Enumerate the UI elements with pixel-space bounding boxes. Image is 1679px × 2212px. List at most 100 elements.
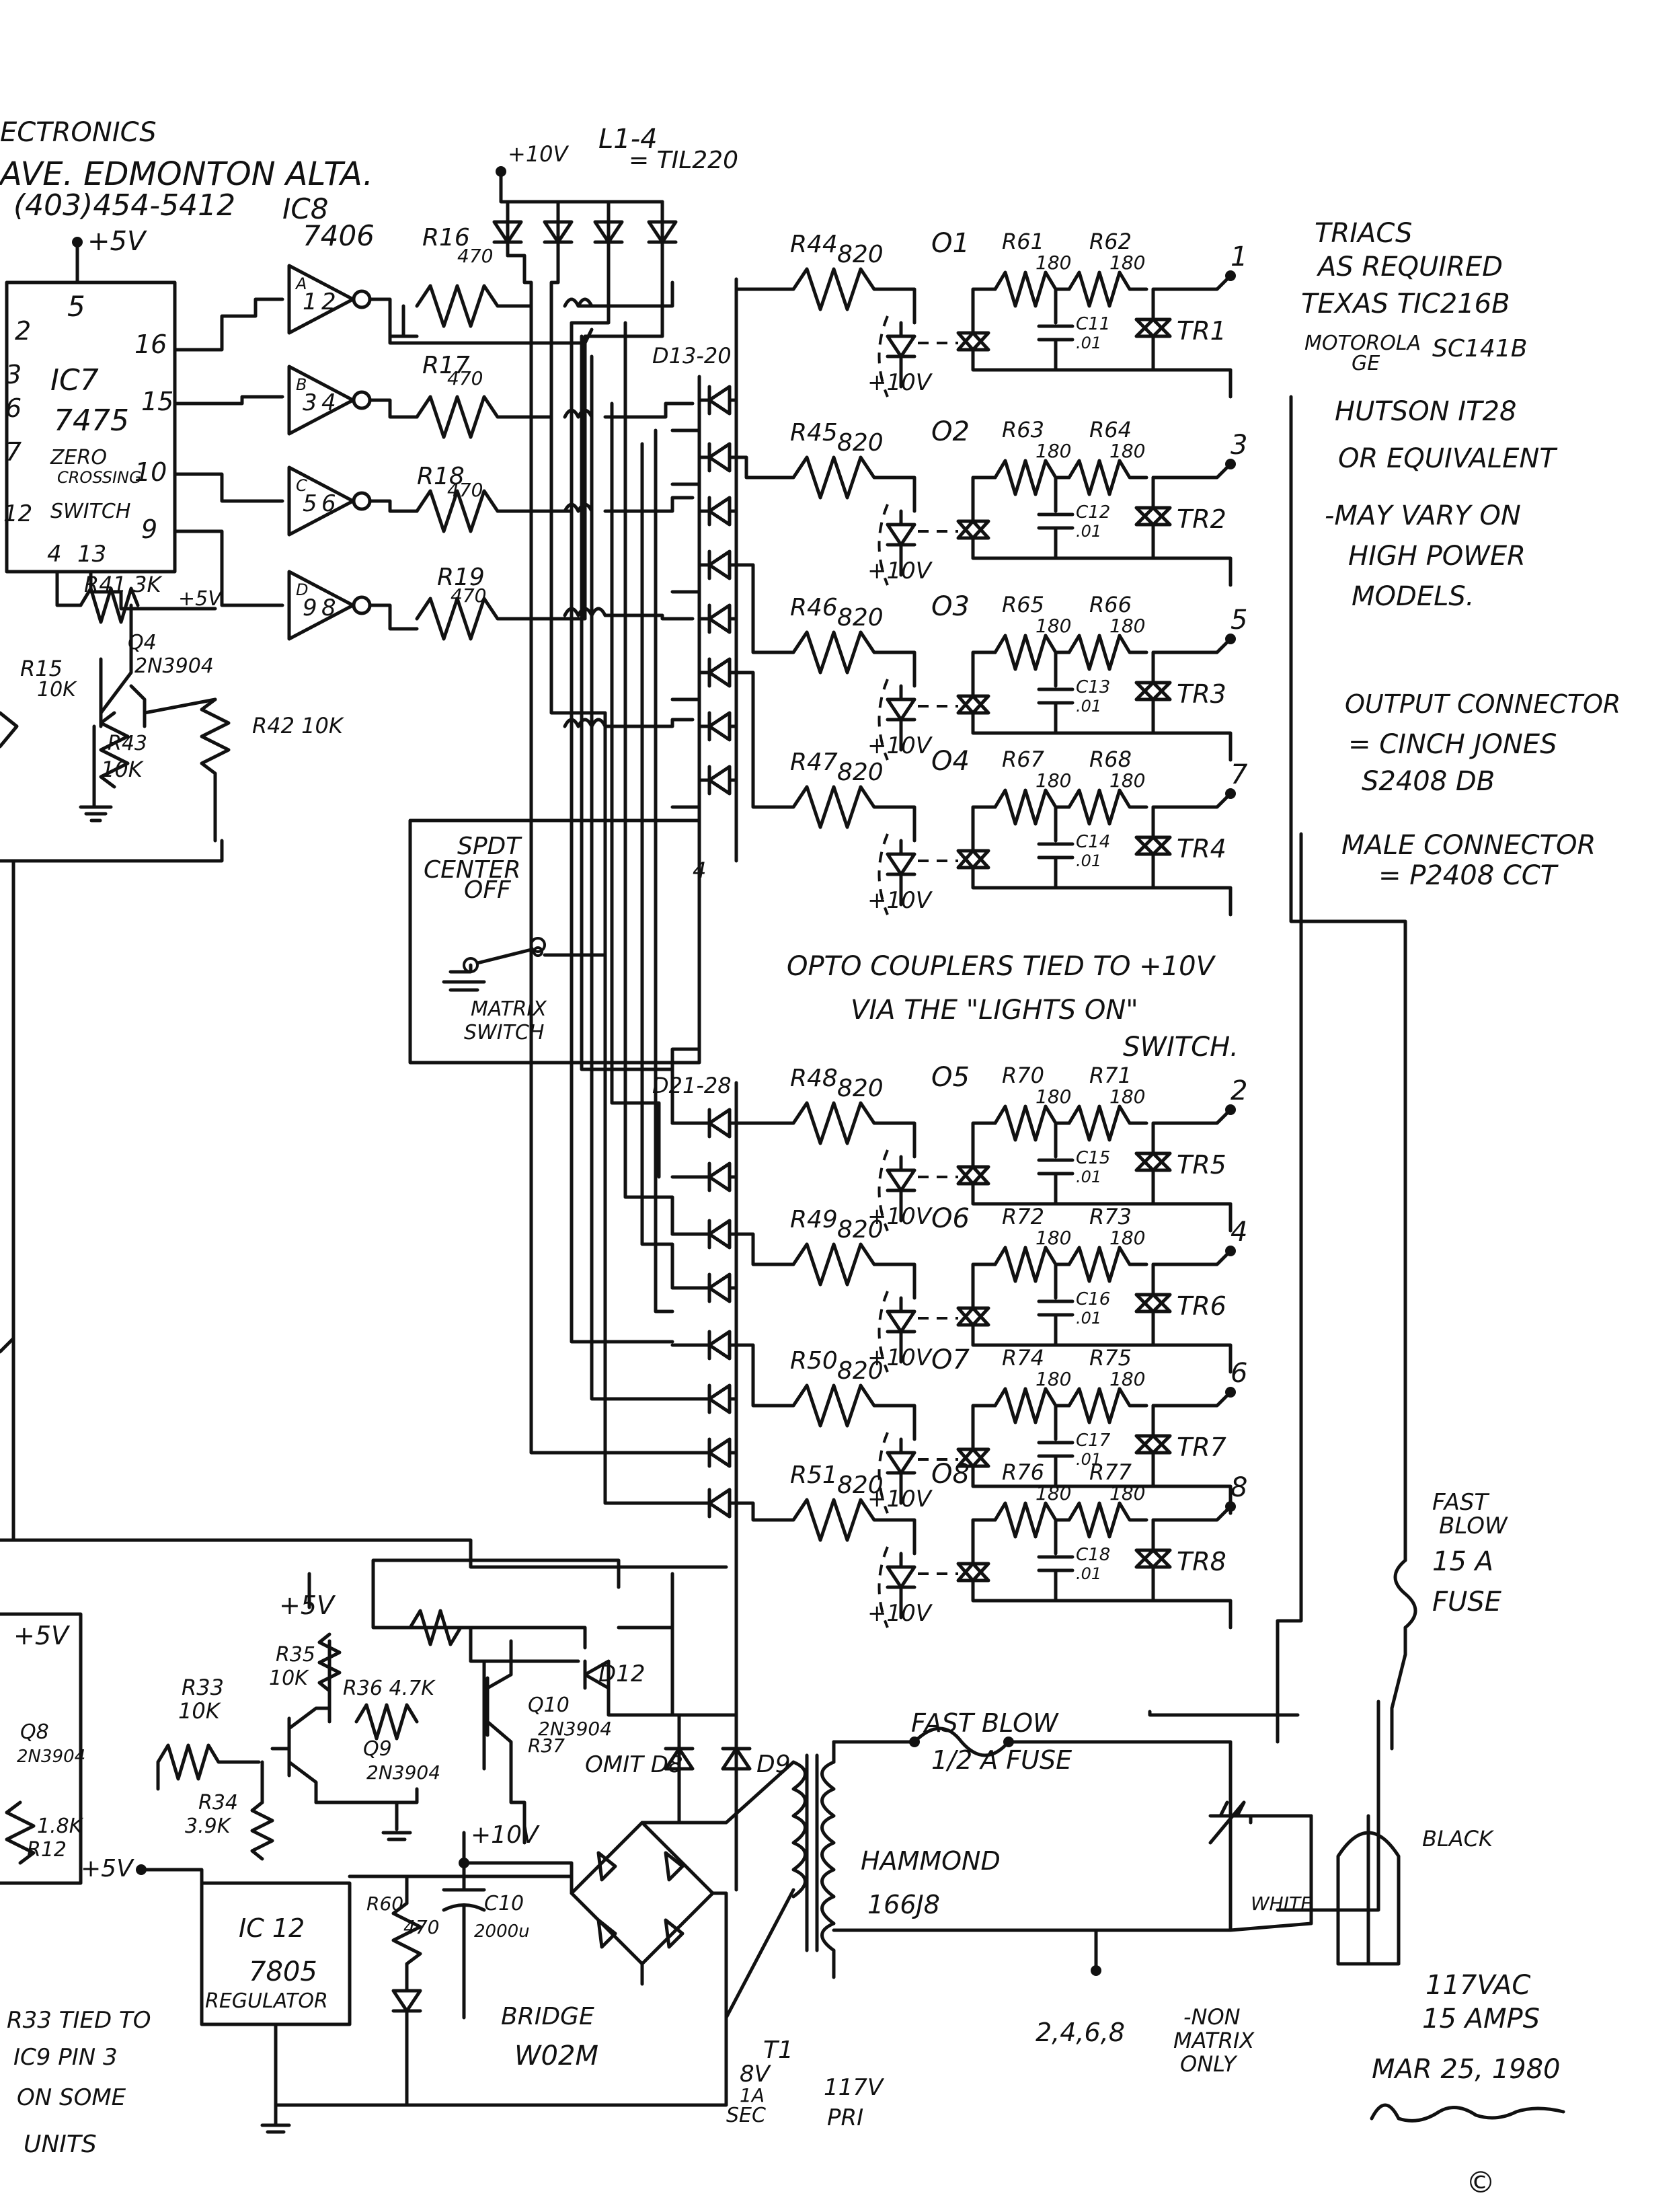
ch2-diac-bottom — [971, 536, 1145, 560]
ch4-opto-outline — [877, 833, 889, 915]
ch1-input-resistor — [778, 267, 916, 325]
ch7-triac-return — [1141, 1484, 1233, 1515]
ch1-rin-value: 820 — [837, 241, 884, 268]
svg-text:D: D — [296, 580, 308, 599]
ch4-output-line — [1151, 792, 1233, 809]
svg-text:HUTSON IT28: HUTSON IT28 — [1335, 396, 1516, 427]
svg-text:TRIACS: TRIACS — [1315, 218, 1412, 249]
mains-plug: BLACK WHITE 117VAC 15 AMPS — [1208, 1800, 1540, 2034]
svg-text:R33 TIED TO: R33 TIED TO — [7, 2007, 151, 2034]
ch2-opto-diac — [956, 519, 990, 540]
q4-area: R41 3K +5V Q4 2N3904 R42 10K R43 10K R15… — [0, 570, 345, 863]
ch4-r1-value: 180 — [1036, 769, 1071, 792]
ch6-opto-outline — [877, 1291, 889, 1373]
ch5-input-resistor — [778, 1101, 916, 1159]
ch5-r1-label: R70 — [1002, 1063, 1044, 1088]
ch8-input-resistor — [778, 1498, 916, 1556]
ch6-r2-value: 180 — [1109, 1227, 1145, 1249]
ch1-opto-led — [886, 334, 916, 358]
svg-text:MOTOROLA: MOTOROLA — [1304, 332, 1421, 355]
svg-text:Q10: Q10 — [528, 1693, 570, 1717]
ch1-r2-value: 180 — [1109, 252, 1145, 274]
ch1-cap-label: C11 — [1076, 314, 1110, 334]
ch2-opto-led — [886, 523, 916, 547]
svg-text:MATRIX: MATRIX — [471, 997, 547, 1021]
ch4-diac-top — [971, 805, 997, 853]
triac-notes: TRIACS AS REQUIRED TEXAS TIC216B MOTOROL… — [1301, 218, 1558, 612]
ic8-gate-c: C 5 6 — [287, 465, 372, 537]
svg-text:10K: 10K — [178, 1698, 222, 1724]
ic7-pin5: 5 — [67, 290, 85, 323]
svg-text:15 A: 15 A — [1432, 1546, 1493, 1577]
ch6-triac-return — [1141, 1343, 1233, 1374]
ch6-r1-label: R72 — [1002, 1204, 1044, 1229]
ch5-triac-return — [1141, 1202, 1233, 1233]
opto-note: OPTO COUPLERS TIED TO +10V VIA THE "LIGH… — [787, 951, 1239, 1063]
svg-text:R42 10K: R42 10K — [252, 713, 345, 738]
svg-text:SWITCH: SWITCH — [464, 1021, 544, 1044]
ch8-output-line — [1151, 1504, 1233, 1522]
ch4-output-pin: 7 — [1231, 759, 1248, 790]
ch6-diac-top — [971, 1262, 997, 1310]
ch1-output-pin: 1 — [1231, 241, 1247, 272]
ch8-triac — [1134, 1548, 1172, 1569]
ch4-output-dot — [1225, 788, 1236, 799]
ch6-r1 — [993, 1246, 1071, 1283]
ic8-name: IC8 — [282, 192, 328, 225]
ch4-r2-value: 180 — [1109, 769, 1145, 792]
ch5-diac-bottom — [971, 1182, 1145, 1206]
ch2-r1-label: R63 — [1002, 417, 1044, 443]
svg-text:15 AMPS: 15 AMPS — [1422, 2004, 1540, 2034]
svg-text:D12: D12 — [598, 1661, 645, 1687]
ch3-cap-value: .01 — [1076, 697, 1101, 716]
svg-text:D9: D9 — [756, 1751, 791, 1778]
svg-text:+5V: +5V — [13, 1621, 71, 1650]
svg-text:470: 470 — [403, 1916, 439, 1938]
ch7-opto-label: O7 — [931, 1344, 970, 1375]
ch5-opto-outline — [877, 1149, 889, 1231]
svg-text:BLACK: BLACK — [1422, 1826, 1495, 1852]
svg-text:R33: R33 — [182, 1675, 224, 1700]
ch6-diac-bottom — [971, 1323, 1145, 1347]
ch7-rin-label: R50 — [790, 1347, 838, 1375]
ch8-r2 — [1067, 1501, 1148, 1539]
svg-text:OMIT D8: OMIT D8 — [585, 1751, 683, 1778]
svg-text:2N3904: 2N3904 — [538, 1718, 612, 1740]
r18-label: R18 — [417, 463, 465, 490]
ch3-opto-diac — [956, 694, 990, 715]
diodes-bottom-label: D21-28 — [652, 1073, 732, 1098]
ch7-output-pin: 6 — [1231, 1358, 1247, 1389]
ch2-r1 — [993, 459, 1071, 496]
svg-text:2N3904: 2N3904 — [134, 654, 214, 678]
svg-text:-MAY VARY ON: -MAY VARY ON — [1325, 500, 1521, 531]
svg-text:9: 9 — [303, 595, 317, 621]
ch8-opto-label: O8 — [931, 1459, 970, 1490]
svg-text:BLOW: BLOW — [1439, 1513, 1508, 1539]
ic8-part: 7406 — [303, 219, 375, 252]
ch5-triac — [1134, 1151, 1172, 1172]
svg-text:10K: 10K — [37, 678, 77, 701]
ic7-name: IC7 — [50, 363, 99, 397]
ch8-rin-value: 820 — [837, 1472, 884, 1499]
ch1-triac-return — [1141, 368, 1233, 399]
svg-text:MODELS.: MODELS. — [1352, 581, 1474, 612]
ch8-cap-value: .01 — [1076, 1564, 1101, 1583]
connector-notes: OUTPUT CONNECTOR = CINCH JONES S2408 DB … — [1341, 689, 1621, 891]
ch2-triac-return — [1141, 556, 1233, 587]
company-name: ECTRONICS — [0, 117, 157, 148]
ch3-cap-label: C13 — [1076, 677, 1110, 697]
ch6-opto-led — [886, 1309, 916, 1334]
matrix-switch[interactable]: SPDT CENTER OFF MATRIX SWITCH — [408, 818, 701, 1105]
plus10v-top: +10V — [508, 141, 570, 167]
ch5-opto-label: O5 — [931, 1062, 970, 1093]
r16-label: R16 — [422, 224, 470, 252]
ch2-output-dot — [1225, 459, 1236, 469]
svg-text:T1: T1 — [763, 2036, 793, 2064]
r17-value: 470 — [447, 367, 483, 389]
ic7-pin2: 2 — [15, 316, 31, 346]
ch4-opto-led — [886, 852, 916, 876]
svg-text:HAMMOND: HAMMOND — [861, 1846, 1001, 1876]
svg-text:MALE CONNECTOR: MALE CONNECTOR — [1341, 830, 1596, 861]
